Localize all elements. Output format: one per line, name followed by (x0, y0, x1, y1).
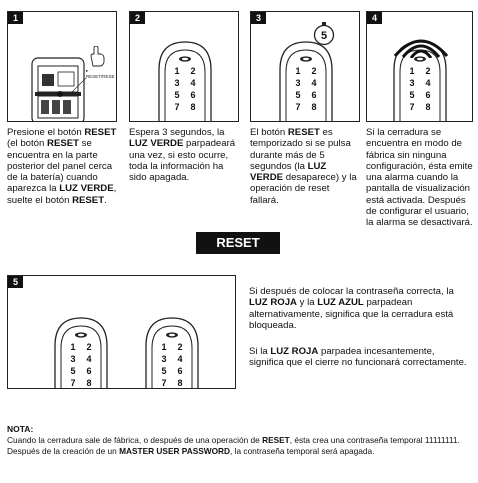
keypad-housing (279, 41, 333, 121)
keypad-key: 1 (409, 66, 414, 76)
keypad-key: 1 (295, 66, 300, 76)
lock-back-illustration (31, 57, 87, 121)
keypad-key: 2 (311, 66, 316, 76)
keypad-key: 7 (161, 378, 166, 388)
keypad-key: 6 (425, 90, 430, 100)
reset-callout-label: ▸ RESET/RESE (86, 68, 115, 79)
keypad-key: 2 (177, 342, 182, 352)
keypad-housing (145, 317, 199, 388)
step-1-panel: 1 ▸ RESET/RESE (7, 11, 117, 122)
step-2-panel: 2 1 2 3 4 5 6 7 8 (129, 11, 239, 122)
keypad-key: 4 (425, 78, 430, 88)
step-number-badge: 3 (251, 12, 266, 24)
keypad-key: 2 (425, 66, 430, 76)
hand-pointer-icon (90, 46, 105, 67)
keypad-bezel (285, 49, 327, 121)
keypad-housing (158, 41, 212, 121)
keypad-bezel (60, 325, 102, 388)
alarm-waves-icon (393, 39, 449, 58)
keypad-illustration-locked: 1 2 3 4 5 6 7 8 (54, 317, 108, 388)
keypad-key: 6 (177, 366, 182, 376)
keypad-key: 4 (86, 354, 91, 364)
keypad-illustration: 1 2 3 4 5 6 7 8 (279, 41, 333, 121)
keypad-key: 5 (161, 366, 166, 376)
keypad-key: 4 (190, 78, 195, 88)
keypad-key: 7 (174, 102, 179, 112)
keypad-key: 3 (409, 78, 414, 88)
step-5-paragraph-1: Si después de colocar la contraseña corr… (249, 286, 454, 331)
keypad-illustration: 1 2 3 4 5 6 7 8 (158, 41, 212, 121)
keypad-key: 5 (295, 90, 300, 100)
keypad-key: 8 (86, 378, 91, 388)
keypad-key: 6 (190, 90, 195, 100)
keypad-key: 7 (295, 102, 300, 112)
step-2-text: Espera 3 segundos, la LUZ VERDE parpadea… (129, 127, 236, 184)
note-body: Cuando la cerradura sale de fábrica, o d… (7, 435, 460, 457)
keypad-key: 8 (177, 378, 182, 388)
keypad-key: 5 (409, 90, 414, 100)
keypad-key: 6 (86, 366, 91, 376)
keypad-key: 1 (161, 342, 166, 352)
keypad-key: 6 (311, 90, 316, 100)
keypad-key: 3 (295, 78, 300, 88)
step-number-badge: 1 (8, 12, 23, 24)
keypad-key: 4 (311, 78, 316, 88)
keypad-key: 8 (190, 102, 195, 112)
keypad-key: 4 (177, 354, 182, 364)
keypad-housing (54, 317, 108, 388)
step-4-panel: 4 1 2 3 4 5 6 7 8 (366, 11, 473, 122)
keypad-key: 7 (70, 378, 75, 388)
keypad-bezel (151, 325, 193, 388)
keypad-illustration-error: 1 2 3 4 5 6 7 8 (145, 317, 199, 388)
keypad-key: 7 (409, 102, 414, 112)
step-number-badge: 2 (130, 12, 145, 24)
note-title: NOTA: (7, 424, 34, 434)
keypad-key: 5 (174, 90, 179, 100)
step-number-badge: 4 (367, 12, 382, 24)
keypad-bezel (164, 49, 206, 121)
step-5-panel: 5 1 2 3 4 5 6 7 8 1 2 3 4 5 6 7 8 (7, 275, 236, 389)
step-4-text: Si la cerradura se encuentra en modo de … (366, 127, 473, 229)
step-1-text: Presione el botón RESET (el botón RESET … (7, 127, 117, 206)
keypad-key: 8 (425, 102, 430, 112)
reset-banner: RESET (196, 232, 280, 254)
keypad-key: 8 (311, 102, 316, 112)
keypad-key: 3 (161, 354, 166, 364)
keypad-key: 2 (190, 66, 195, 76)
step-3-text: El botón RESET es temporizado si se puls… (250, 127, 357, 206)
keypad-key: 1 (174, 66, 179, 76)
timer-value: 5 (321, 30, 327, 42)
step-5-paragraph-2: Si la LUZ ROJA parpadea incesantemente, … (249, 346, 467, 369)
keypad-key: 5 (70, 366, 75, 376)
keypad-key: 3 (70, 354, 75, 364)
keypad-key: 3 (174, 78, 179, 88)
step-3-panel: 3 1 2 3 4 5 6 7 8 5 (250, 11, 360, 122)
step-number-badge: 5 (8, 276, 23, 288)
keypad-key: 1 (70, 342, 75, 352)
keypad-illustration: 1 2 3 4 5 6 7 8 (393, 41, 447, 121)
keypad-key: 2 (86, 342, 91, 352)
stopwatch-icon: 5 (313, 22, 335, 46)
